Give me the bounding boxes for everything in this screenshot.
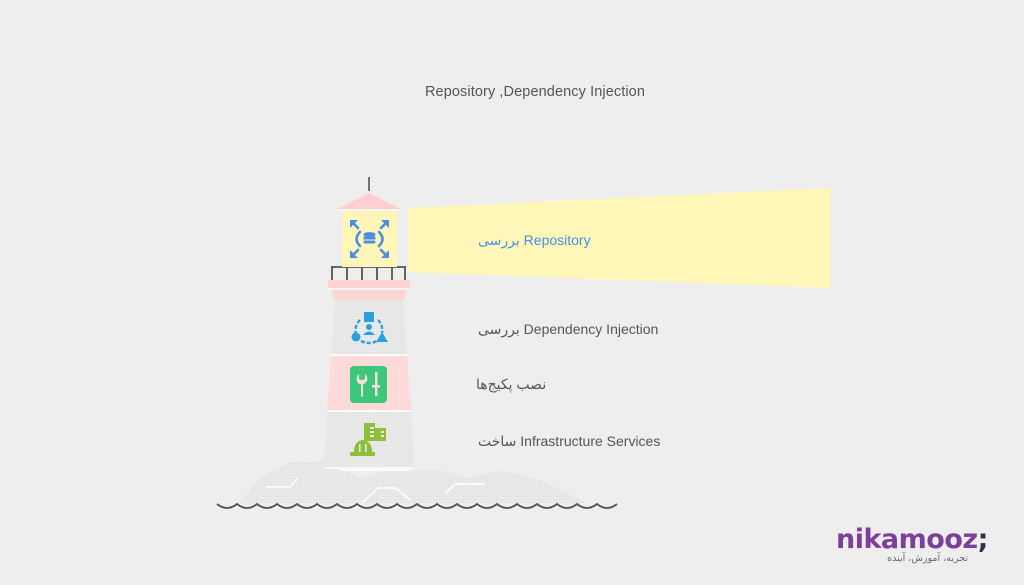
water-waves xyxy=(216,502,618,509)
gallery-base xyxy=(331,290,407,300)
lantern-roof xyxy=(337,193,401,209)
gallery-deck xyxy=(328,280,410,288)
rock-highlights xyxy=(266,469,485,504)
logo-wordmark: nikamooz xyxy=(836,524,978,555)
logo-tagline: تجربه، آموزش، آینده xyxy=(887,553,968,564)
dependency-graph-icon xyxy=(351,312,388,345)
database-expand-icon xyxy=(350,220,389,258)
step-label-install-packages: نصب پکیج‌ها xyxy=(476,376,547,392)
step-label-dependency-injection: بررسی Dependency Injection xyxy=(478,321,659,337)
rocks xyxy=(240,460,590,503)
logo-mark: ; xyxy=(977,524,989,555)
step-label-infrastructure-services: ساخت Infrastructure Services xyxy=(478,433,661,449)
tools-settings-icon xyxy=(350,366,387,403)
construction-building-icon xyxy=(350,423,386,456)
gallery-railing xyxy=(331,266,406,280)
diagram-title: Repository ,Dependency Injection xyxy=(424,84,646,100)
light-beam xyxy=(408,188,830,288)
step-label-repository: بررسی Repository xyxy=(478,232,591,248)
nikamooz-logo: nikamooz; تجربه، آموزش، آینده xyxy=(836,524,989,565)
